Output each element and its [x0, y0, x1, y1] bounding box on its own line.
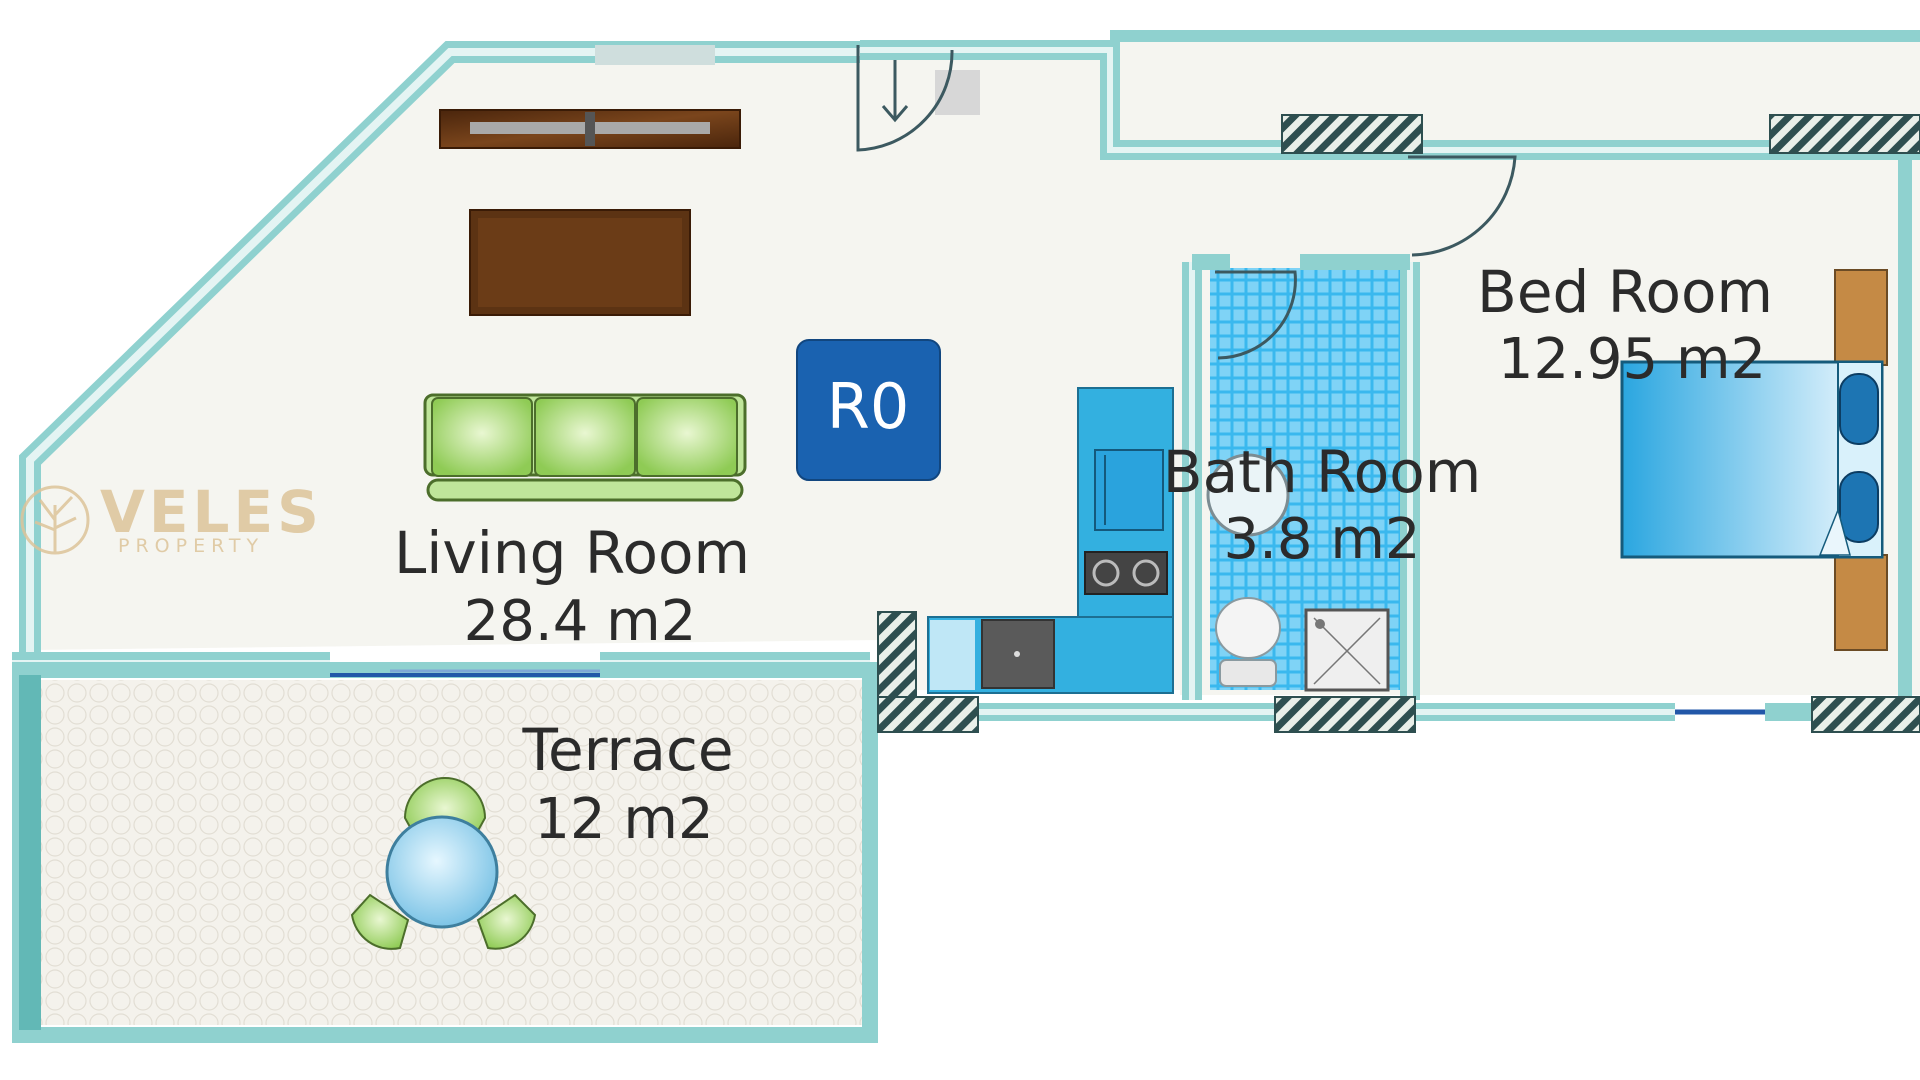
terrace-table-set [350, 777, 537, 950]
doors [856, 45, 1517, 360]
fridge [1094, 449, 1164, 531]
living-room-name: Living Room [394, 519, 750, 587]
entrance-door [856, 45, 954, 152]
kitchen [927, 387, 1174, 694]
living-room-area: 28.4 m2 [464, 589, 697, 654]
structural-columns [595, 45, 1920, 733]
bath-door [1215, 270, 1297, 360]
veles-watermark: VELES PROPERTY [20, 478, 323, 557]
wardrobe-top [1834, 269, 1888, 366]
living-room-floor [30, 52, 1180, 690]
terrace-area: 12 m2 [534, 787, 713, 852]
bed-furniture [1620, 269, 1888, 651]
brand-sub: PROPERTY [118, 535, 264, 557]
bed-room-name: Bed Room [1477, 258, 1773, 326]
sofa [423, 393, 747, 502]
wash-basin [1206, 453, 1290, 537]
terrace-chair [350, 893, 410, 950]
terrace-name: Terrace [521, 716, 733, 784]
bed-room-area: 12.95 m2 [1498, 327, 1766, 392]
bath-fixtures [1206, 453, 1390, 692]
bath-room-area: 3.8 m2 [1223, 507, 1420, 572]
toilet [1215, 597, 1281, 687]
shower [1304, 608, 1390, 692]
room-labels: Living Room 28.4 m2 Terrace 12 m2 Bath R… [394, 258, 1773, 852]
living-furniture [423, 109, 747, 502]
double-bed [1620, 360, 1884, 559]
brand-name: VELES [100, 478, 323, 546]
unit-badge: R0 [796, 339, 941, 481]
cooktop [1084, 551, 1168, 595]
terrace-round-table [385, 815, 499, 929]
tree-logo-icon [20, 485, 90, 555]
unit-badge-text: R0 [827, 370, 910, 443]
bedroom-door [1408, 155, 1517, 257]
terrace-chair [476, 893, 537, 950]
bath-room-name: Bath Room [1163, 438, 1481, 506]
wardrobe-bottom [1834, 554, 1888, 651]
